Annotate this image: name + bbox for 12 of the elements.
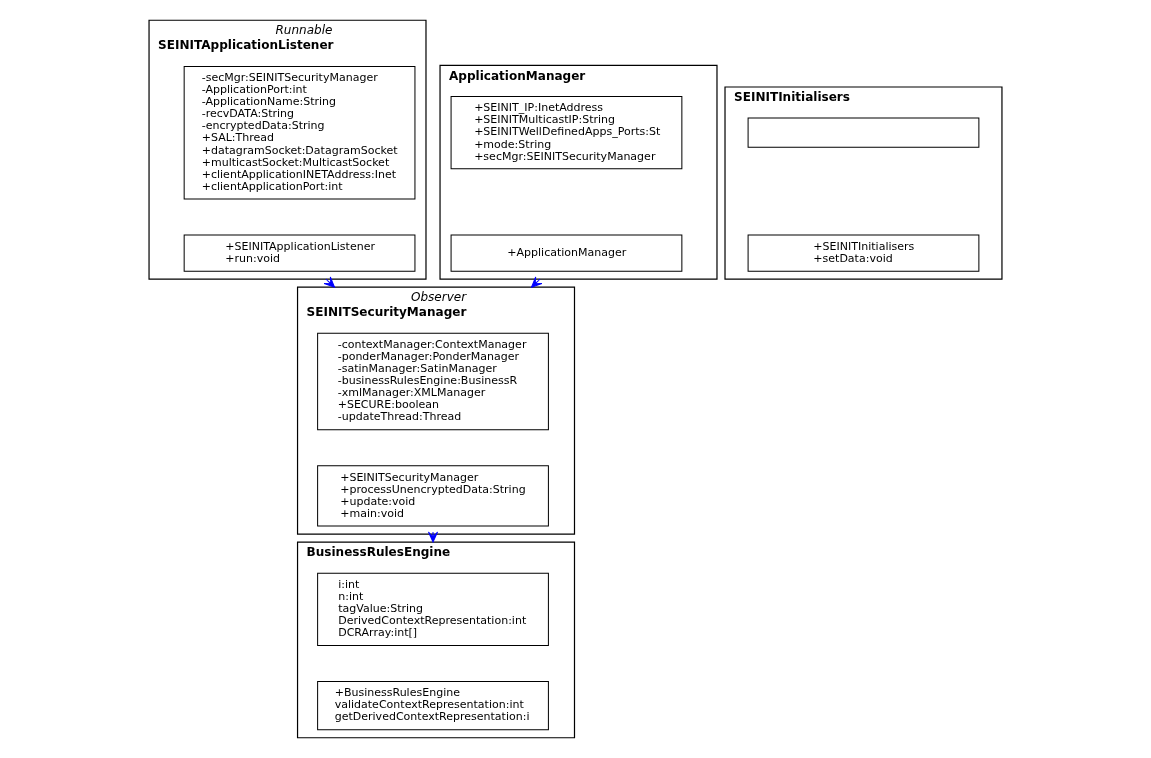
node-box: -contextManager:ContextManager -ponderManager:PonderManager -satinManager:SatinManager -businessRulesEngine:BusinessR -xmlManager:XMLManager +SECURE:boolean -updateThread:Thread bbox=[317, 332, 549, 431]
node-box: -secMgr:SEINITSecurityManager -ApplicationPort:int -ApplicationName:String -recvDATA:String -encryptedData:String +SAL:Thread +datagramSocket:DatagramSocket +multicastSocket:MulticastSocket +clientApplicationINETAddress:Inet +clientApplicationPort:int bbox=[183, 65, 416, 200]
node-box: i:int n:int tagValue:String DerivedContextRepresentation:int DCRArray:int[] bbox=[317, 572, 549, 646]
arrow bbox=[323, 276, 335, 288]
node-box: +SEINITApplicationListener +run:void bbox=[183, 234, 416, 272]
node-box: +SEINIT_IP:InetAddress +SEINITMulticastIP:String +SEINITWellDefinedApps_Ports:St +mode:String +secMgr:SEINITSecurityManager bbox=[450, 96, 683, 170]
node-box: +SEINITSecurityManager +processUnencryptedData:String +update:void +main:void bbox=[317, 465, 549, 527]
arrow bbox=[531, 276, 543, 288]
node-box: +BusinessRulesEngine validateContextRepresentation:int getDerivedContextRepresentation:i bbox=[317, 681, 549, 731]
node-box bbox=[747, 117, 980, 148]
node-box: +ApplicationManager bbox=[450, 234, 683, 272]
node-box: +SEINITInitialisers +setData:void bbox=[747, 234, 980, 272]
